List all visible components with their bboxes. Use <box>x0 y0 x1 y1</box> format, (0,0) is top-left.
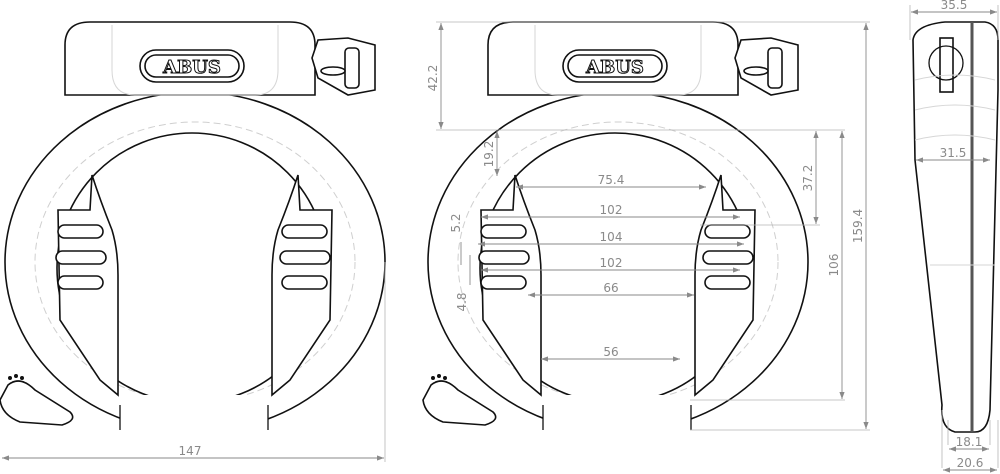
dim-slot-pitch: 5.2 <box>449 213 463 232</box>
dim-total-height: 159.4 <box>851 209 865 243</box>
dim-ring-top-offset: 19.2 <box>482 141 496 168</box>
dim-top-width: 35.5 <box>941 0 968 12</box>
dim-bottom-inner: 18.1 <box>956 435 983 449</box>
side-view: 35.5 31.5 18.1 20.6 <box>909 0 999 473</box>
dim-width-upper: 102 <box>600 203 623 217</box>
dim-housing-height: 42.2 <box>426 65 440 92</box>
dim-inner-height: 106 <box>827 254 841 277</box>
front-view: ABUS 147 <box>0 21 386 462</box>
lock-outline <box>0 21 386 441</box>
dim-inner-mid-width: 66 <box>603 281 618 295</box>
dim-width: 147 <box>179 444 202 458</box>
brand-logo: ABUS <box>585 57 644 78</box>
brand-logo: ABUS <box>162 57 221 78</box>
dim-opening-width: 56 <box>603 345 618 359</box>
dimensioned-view: ABUS 42.2 19.2 75.4 102 104 102 66 56 5.… <box>422 21 870 441</box>
dim-upper-depth: 37.2 <box>801 165 815 192</box>
dim-mid-width: 31.5 <box>940 146 967 160</box>
dim-width-lower: 102 <box>600 256 623 270</box>
dim-bottom-outer: 20.6 <box>957 456 984 470</box>
dim-slot-height: 4.8 <box>455 292 469 311</box>
dim-width-middle: 104 <box>600 230 623 244</box>
dim-inner-top-width: 75.4 <box>598 173 625 187</box>
